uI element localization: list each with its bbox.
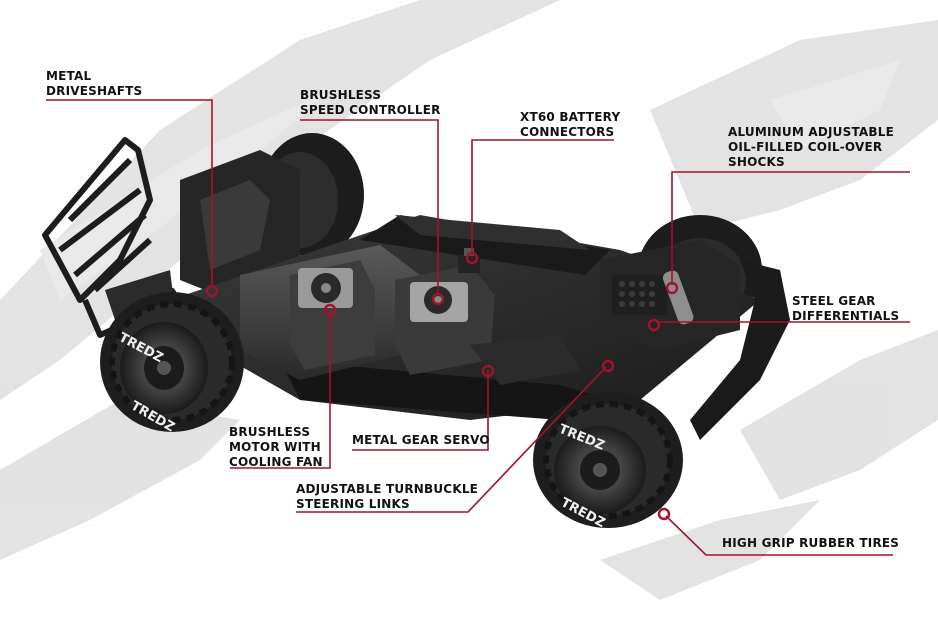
marker-motor — [323, 303, 337, 317]
leader-turnbuckle — [296, 366, 607, 513]
leader-speed-controller — [300, 119, 439, 296]
front-left-wheel — [533, 392, 683, 528]
marker-tires — [657, 507, 671, 521]
marker-metal-driveshafts — [205, 284, 219, 298]
rear-left-wheel — [100, 292, 244, 432]
marker-battery-connectors — [465, 251, 479, 265]
marker-turnbuckle — [601, 359, 615, 373]
leader-battery-connectors — [471, 139, 614, 255]
leader-tires — [665, 515, 893, 556]
leader-motor — [230, 310, 331, 469]
label-tires: HIGH GRIP RUBBER TIRES — [722, 536, 900, 550]
marker-servo — [481, 364, 495, 378]
marker-shocks — [665, 281, 679, 295]
leader-shocks — [671, 171, 910, 285]
marker-speed-controller — [431, 292, 445, 306]
leader-servo — [352, 370, 489, 451]
label-servo: METAL GEAR SERVO — [352, 433, 490, 447]
leader-metal-driveshafts — [46, 99, 213, 288]
front-bumper — [690, 260, 790, 440]
marker-differentials — [647, 318, 661, 332]
